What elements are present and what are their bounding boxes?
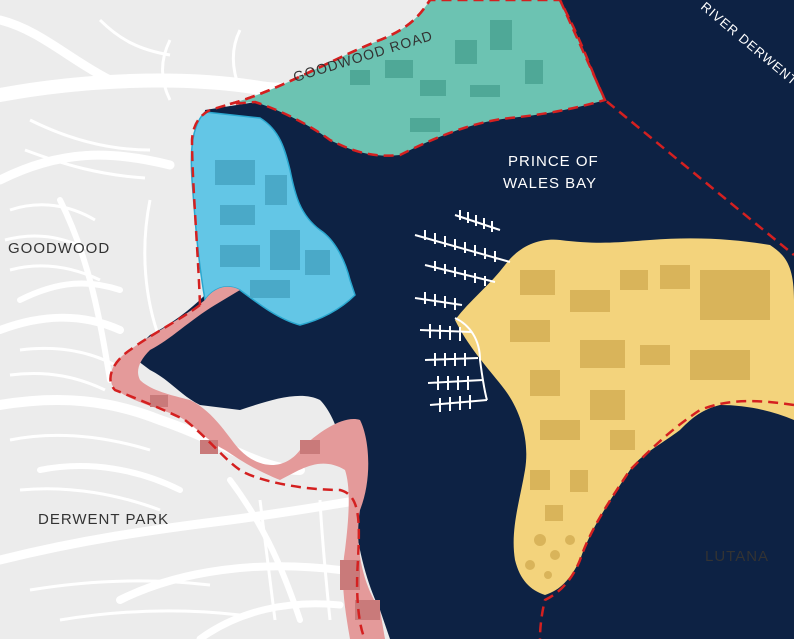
zone-east-buildings [510, 265, 770, 521]
zone-southwest-buildings [150, 395, 380, 620]
zone-southwest-pink [110, 286, 385, 639]
label-bay-line1: PRINCE OF [508, 153, 599, 170]
boundary-line [109, 0, 794, 639]
label-lutana: LUTANA [705, 548, 769, 565]
marina-jetty-icon [414, 210, 511, 412]
zone-east-tanks [525, 534, 575, 579]
label-goodwood: GOODWOOD [8, 240, 110, 257]
label-derwent-park: DERWENT PARK [38, 511, 169, 528]
zone-north-buildings [350, 20, 543, 132]
zone-west-buildings [215, 160, 330, 298]
label-bay-line2: WALES BAY [503, 175, 597, 192]
